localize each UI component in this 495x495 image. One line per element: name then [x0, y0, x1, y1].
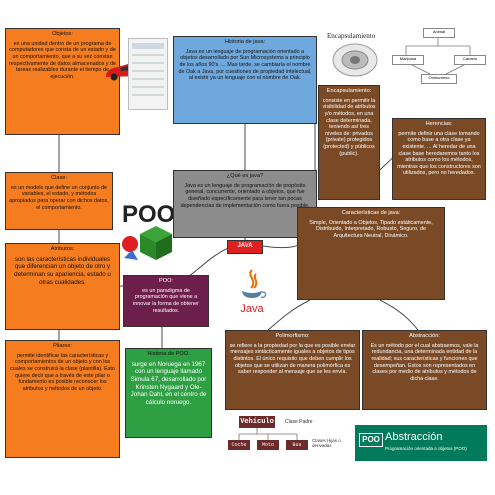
node-polimorfismo: Polimorfismo: se refiere a la propiedad … — [225, 330, 360, 410]
node-body: son las características individuales que… — [14, 255, 111, 286]
node-title: Atributos: — [50, 246, 75, 252]
node-body: es una unidad dentro de un programa de c… — [9, 40, 116, 80]
poo-abstraccion-banner: POO Abstracción Programación orientada a… — [355, 425, 487, 461]
node-que-es-java: ¿Qué es java? Java es un lenguaje de pro… — [173, 170, 317, 238]
node-body: permite definir una clase tomando como b… — [397, 130, 481, 177]
node-herencias: Herencias: permite definir una clase tom… — [392, 118, 486, 200]
encapsulamiento-image-label: Encapsulamiento — [327, 32, 376, 40]
banner-badge: POO — [359, 433, 383, 447]
node-historia-java: Historia de java: Java es un lenguaje de… — [173, 36, 317, 124]
node-body: se refiere a la propiedad por la que es … — [229, 342, 356, 376]
node-title: Pilares: — [53, 343, 72, 349]
node-title: Objetos: — [52, 31, 73, 37]
poo-logo-image: POO — [118, 196, 176, 264]
uml-class-right: Canario — [454, 55, 486, 65]
encapsulamiento-image: Encapsulamiento — [325, 30, 385, 80]
class-diagram-screenshot — [128, 38, 168, 110]
poo-logo-text: POO — [122, 201, 175, 228]
node-caracteristicas: Características de java: Simple, Orienta… — [297, 207, 445, 300]
node-body: es un modelo que define un conjunto de v… — [9, 184, 109, 211]
node-title: Polimorfismo: — [275, 333, 310, 339]
node-objetos: Objetos: es una unidad dentro de un prog… — [5, 28, 120, 135]
node-atributos: Atributos: son las características indiv… — [5, 243, 120, 330]
vehiculo-connectors — [238, 428, 298, 440]
banner-subtitle: Programación orientada a objetos (POO) — [385, 446, 467, 451]
node-title: Herencias: — [425, 121, 453, 127]
uml-hierarchy-diagram: Animal Mariposa Canario Ornitorrinco — [388, 22, 488, 92]
node-body: permite identificar las características … — [10, 352, 115, 392]
vehiculo-child-bus: Bus — [286, 440, 308, 450]
uml-class-top: Animal — [423, 28, 455, 38]
node-encapsulamiento: Encapsulamiento: consiste en permitir la… — [318, 85, 380, 200]
node-clase: Clase: es un modelo que define un conjun… — [5, 172, 113, 230]
node-body: es un paradigma de programación que vien… — [133, 287, 199, 314]
node-title: ¿Qué es java? — [226, 173, 264, 179]
node-title: Historia de POO. — [147, 351, 190, 357]
node-title: Abstracción: — [409, 333, 440, 339]
vehiculo-child-coche: Coche — [228, 440, 250, 450]
vehiculo-diagram: Vehículo Clase Padre Coche Moto Bus Clas… — [225, 412, 355, 470]
node-title: Clase: — [51, 175, 67, 181]
node-body: Java es un lenguaje de programación orie… — [178, 48, 312, 82]
node-title: Características de java: — [341, 210, 401, 216]
java-logo-text: Java — [240, 303, 264, 315]
node-body: consiste en permitir la visibilidad de a… — [322, 97, 376, 157]
node-body: Es un método por el cual abstraemos, val… — [370, 342, 479, 382]
node-body: Java es un lenguaje de programación de p… — [180, 182, 310, 209]
vehiculo-parent: Vehículo — [239, 416, 275, 428]
banner-title: Abstracción — [385, 431, 443, 443]
vehiculo-children-label: Clases Hijas o derivadas — [312, 438, 341, 449]
node-historia-poo: Historia de POO. surge en Noruega en 196… — [125, 348, 212, 438]
java-logo: Java — [232, 268, 272, 316]
vehiculo-child-moto: Moto — [257, 440, 279, 450]
node-body: Simple, Orientado a Objetos, Tipado está… — [309, 219, 433, 239]
node-title: JAVA — [237, 243, 253, 249]
node-title: POO: — [159, 278, 173, 284]
uml-class-left: Mariposa — [392, 55, 424, 65]
vehiculo-parent-label: Clase Padre — [285, 419, 313, 425]
node-body: surge en Noruega en 1967 con un lenguaje… — [130, 360, 207, 406]
node-poo: POO: es un paradigma de programación que… — [123, 275, 209, 327]
node-abstraccion: Abstracción: Es un método por el cual ab… — [362, 330, 487, 410]
node-pilares: Pilares: permite identificar las caracte… — [5, 340, 120, 458]
node-java-center: JAVA — [227, 240, 263, 254]
node-title: Historia de java: — [224, 39, 266, 45]
uml-class-bottom: Ornitorrinco — [421, 74, 457, 84]
node-title: Encapsulamiento: — [326, 88, 372, 94]
